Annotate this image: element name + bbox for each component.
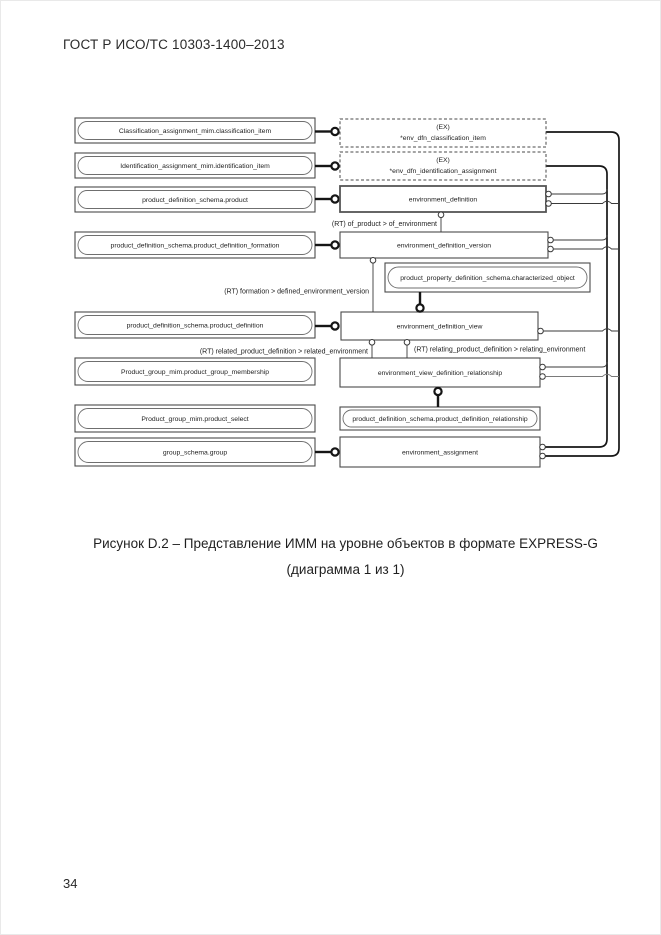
entity-label: environment_assignment: [402, 450, 478, 457]
connector-classification: [315, 126, 340, 137]
relation-label-relating: (RT) relating_product_definition > relat…: [414, 347, 585, 354]
select-box-characterized-object: product_property_definition_schema.chara…: [384, 262, 591, 293]
relation-label-of-product: (RT) of_product > of_environment: [332, 221, 437, 228]
entity-environment-definition-view: environment_definition_view: [340, 311, 539, 341]
ref-label: product_definition_schema.product_defini…: [111, 243, 280, 250]
select-box-product-definition-relationship: product_definition_schema.product_defini…: [339, 406, 541, 431]
tap-environment-definition: [545, 188, 619, 207]
tap-view-definition-relationship: [539, 361, 619, 380]
page-number: 34: [63, 876, 78, 891]
figure-caption-line2: (диаграмма 1 из 1): [286, 562, 405, 577]
connector-product: [315, 194, 340, 204]
ref-label: Classification_assignment_mim.classifica…: [119, 128, 272, 135]
relation-definition-relationship: [433, 386, 443, 407]
external-name: *env_dfn_classification_item: [400, 135, 486, 142]
entity-label: environment_definition_view: [397, 324, 483, 331]
external-box-identification-assignment: (EX) *env_dfn_identification_assignment: [339, 151, 547, 181]
ref-label: product_definition_schema.product: [142, 197, 248, 204]
select-label: product_definition_schema.product_defini…: [352, 416, 528, 423]
relation-formation: [369, 257, 377, 312]
relation-characterized-object: [415, 292, 425, 313]
connector-identification: [315, 161, 340, 171]
ref-box-classification-item: Classification_assignment_mim.classifica…: [74, 117, 316, 144]
ref-label: product_definition_schema.product_defini…: [127, 323, 264, 330]
figure-caption-line1: Рисунок D.2 – Представление ИММ на уровн…: [93, 536, 598, 551]
entity-environment-definition: environment_definition: [339, 185, 547, 213]
ref-label: Product_group_mim.product_select: [141, 416, 248, 423]
external-tag: (EX): [436, 157, 450, 164]
relation-label-related: (RT) related_product_definition > relate…: [200, 349, 368, 356]
entity-label: environment_view_definition_relationship: [378, 370, 503, 377]
connector-formation: [315, 240, 340, 250]
express-g-diagram: Classification_assignment_mim.classifica…: [74, 117, 620, 468]
relation-relating-definition: [403, 339, 411, 358]
entity-environment-assignment: environment_assignment: [339, 436, 541, 468]
ref-box-group: group_schema.group: [74, 437, 316, 467]
relation-related-definition: [368, 339, 376, 358]
ref-box-product-group-membership: Product_group_mim.product_group_membersh…: [74, 357, 316, 386]
tap-environment-assignment: [539, 443, 546, 460]
bus-outer-line: [545, 131, 620, 457]
ref-box-product-definition: product_definition_schema.product_defini…: [74, 311, 316, 339]
entity-environment-definition-version: environment_definition_version: [339, 231, 549, 259]
ref-box-product-select: Product_group_mim.product_select: [74, 404, 316, 433]
external-tag: (EX): [436, 124, 450, 131]
entity-environment-view-definition-relationship: environment_view_definition_relationship: [339, 357, 541, 388]
ref-box-identification-item: Identification_assignment_mim.identifica…: [74, 152, 316, 179]
relation-label-formation: (RT) formation > defined_environment_ver…: [224, 289, 369, 296]
external-name: *env_dfn_identification_assignment: [390, 168, 497, 175]
connector-product-definition: [315, 321, 340, 331]
bus-inner-line: [545, 165, 608, 448]
select-label: product_property_definition_schema.chara…: [400, 275, 575, 282]
connector-group: [315, 447, 340, 457]
document-header: ГОСТ Р ИСО/ТС 10303-1400–2013: [63, 37, 285, 52]
entity-label: environment_definition_version: [397, 243, 491, 250]
ref-box-product: product_definition_schema.product: [74, 186, 316, 213]
tap-environment-definition-version: [547, 234, 619, 253]
ref-label: group_schema.group: [163, 450, 227, 457]
tap-environment-definition-view: [537, 327, 619, 335]
figure-caption: Рисунок D.2 – Представление ИММ на уровн…: [0, 536, 661, 577]
entity-label: environment_definition: [409, 197, 478, 204]
relation-of-product: [437, 211, 445, 232]
ref-label: Product_group_mim.product_group_membersh…: [121, 369, 269, 376]
external-box-classification-item: (EX) *env_dfn_classification_item: [339, 118, 547, 148]
ref-box-product-definition-formation: product_definition_schema.product_defini…: [74, 231, 316, 259]
ref-label: Identification_assignment_mim.identifica…: [120, 163, 270, 170]
